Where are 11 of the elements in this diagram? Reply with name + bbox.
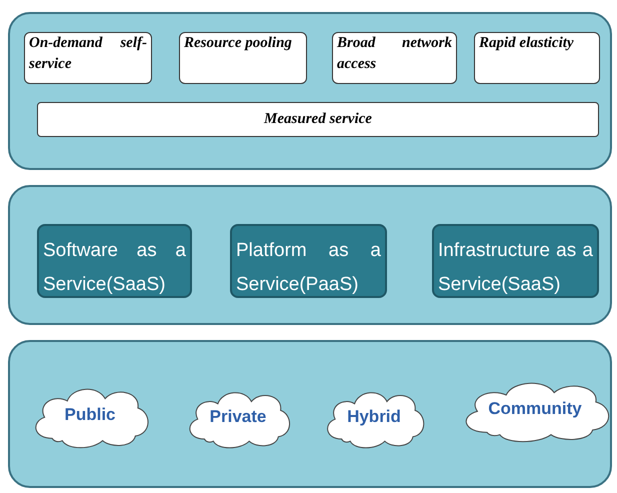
layer-panel <box>8 185 612 325</box>
service-model-box: Infrastructure as a Service(SaaS) <box>432 224 599 298</box>
service-model-box: Software as a Service(SaaS) <box>37 224 192 298</box>
characteristic-box: Measured service <box>37 102 599 137</box>
characteristic-box: Broad network access <box>332 32 457 84</box>
layer-panel <box>8 12 612 170</box>
characteristic-box: Rapid elasticity <box>474 32 600 84</box>
service-model-box: Platform as a Service(PaaS) <box>230 224 387 298</box>
layer-panel <box>8 340 612 488</box>
characteristic-box: On-demand self-service <box>24 32 152 84</box>
characteristic-box: Resource pooling <box>179 32 307 84</box>
